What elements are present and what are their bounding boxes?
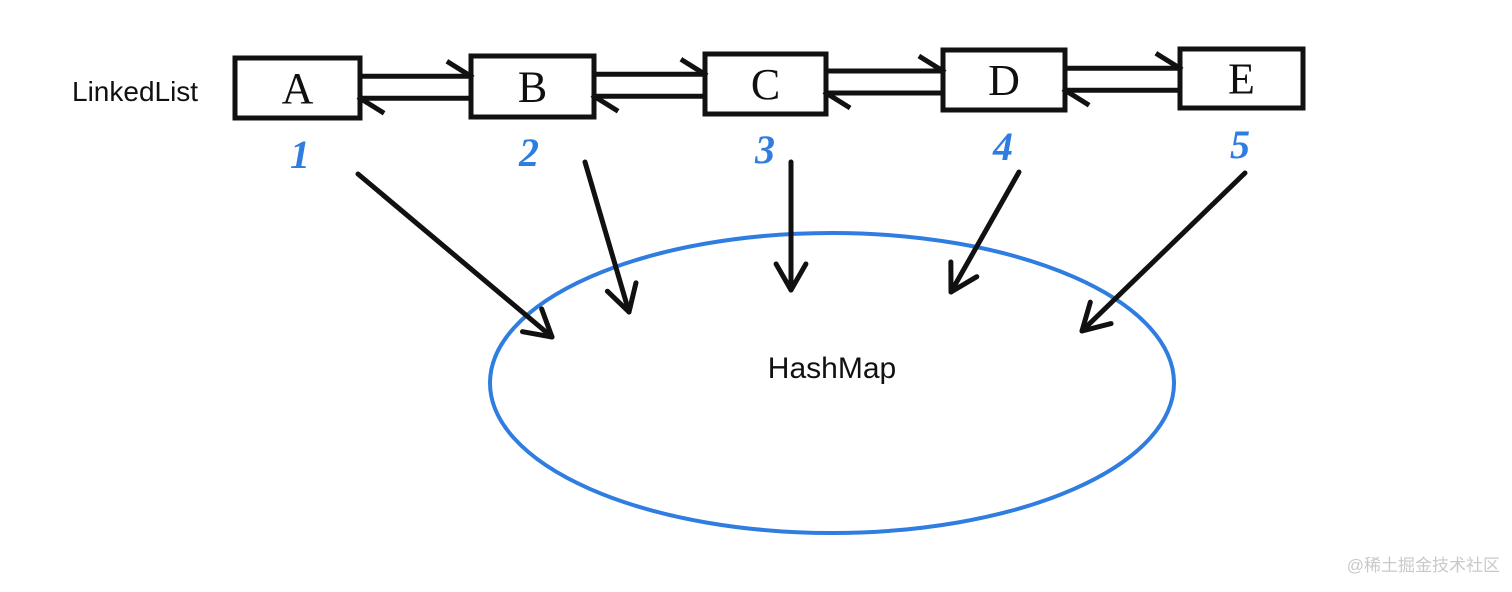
arrow-a-to-hashmap	[355, 171, 555, 340]
node-letter-d: D	[988, 56, 1020, 105]
arrow-c-to-hashmap	[773, 159, 809, 293]
node-letter-b: B	[518, 63, 547, 112]
node-box-a	[232, 55, 363, 121]
hashmap-label: HashMap	[768, 352, 896, 385]
node-letter-a: A	[282, 64, 314, 113]
node-letter-c: C	[751, 60, 780, 109]
arrowhead-forward-icon	[1154, 51, 1184, 72]
arrow-e-to-hashmap	[1079, 170, 1248, 334]
arrow-shaft	[355, 171, 555, 340]
arrowhead-icon	[604, 280, 639, 315]
arrow-b-to-hashmap	[582, 159, 639, 315]
node-order-3: 3	[754, 127, 775, 172]
hashmap-ellipse	[488, 231, 1176, 535]
link-b-c	[590, 57, 709, 114]
node-order-4: 4	[992, 124, 1013, 169]
watermark-text: @稀土掘金技术社区	[1347, 556, 1500, 575]
node-e: E5	[1177, 46, 1306, 167]
arrowhead-backward-icon	[1061, 86, 1091, 108]
arrowhead-forward-icon	[445, 59, 475, 80]
link-c-d	[822, 53, 947, 111]
arrow-shaft	[1079, 170, 1248, 334]
node-d: D4	[940, 47, 1068, 169]
arrowhead-backward-icon	[822, 89, 852, 111]
arrowhead-icon	[519, 306, 555, 340]
arrowhead-forward-icon	[679, 57, 709, 78]
node-letter-e: E	[1228, 55, 1255, 104]
arrowhead-icon	[948, 259, 980, 295]
linkedlist-links	[356, 51, 1184, 116]
node-c: C3	[702, 51, 829, 172]
link-a-b	[356, 59, 475, 116]
node-box-c	[702, 51, 829, 117]
node-b: B2	[468, 53, 597, 175]
node-to-hashmap-arrows	[355, 159, 1248, 340]
arrowhead-forward-icon	[917, 53, 947, 75]
node-box-b	[468, 53, 597, 120]
arrowhead-icon	[1079, 299, 1114, 334]
arrowhead-icon	[773, 261, 809, 293]
node-order-5: 5	[1230, 122, 1250, 167]
linkedlist-label: LinkedList	[72, 76, 198, 107]
link-d-e	[1061, 51, 1184, 108]
arrowhead-backward-icon	[590, 92, 620, 114]
node-order-2: 2	[518, 130, 539, 175]
node-box-e	[1177, 46, 1306, 111]
node-order-1: 1	[290, 132, 310, 177]
node-box-d	[940, 47, 1068, 113]
arrowhead-backward-icon	[356, 94, 386, 116]
node-a: A1	[232, 55, 363, 177]
arrow-shaft	[948, 169, 1022, 295]
arrow-shaft	[582, 159, 632, 315]
arrow-d-to-hashmap	[948, 169, 1022, 295]
